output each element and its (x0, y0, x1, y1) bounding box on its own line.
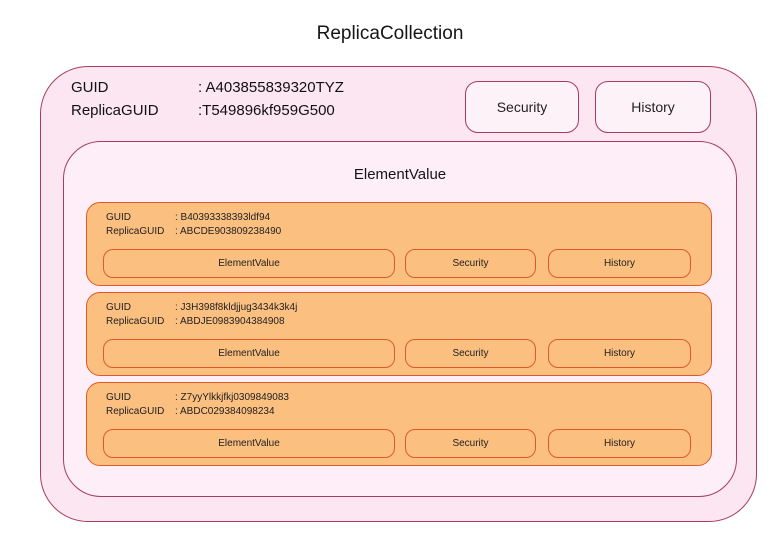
collection-replica-guid-value: :T549896kf959G500 (198, 102, 335, 119)
card-guid-row: GUID : Z7yyYlkkjfkj0309849083 (106, 391, 289, 405)
card-guid-value: : Z7yyYlkkjfkj0309849083 (175, 392, 289, 403)
security-button[interactable]: Security (465, 81, 579, 133)
history-button[interactable]: History (595, 81, 711, 133)
card-guid-label: GUID (106, 212, 131, 223)
card-security-button[interactable]: Security (405, 339, 536, 368)
card-guid-row: GUID : J3H398f8kldjjug3434k3k4j (106, 301, 297, 315)
page-title: ReplicaCollection (316, 23, 464, 44)
card-guid-row: GUID : B40393338393ldf94 (106, 211, 281, 225)
card-security-button[interactable]: Security (405, 249, 536, 278)
collection-guid-value: : A403855839320TYZ (198, 79, 344, 96)
collection-fields: GUID : A403855839320TYZ ReplicaGUID :T54… (71, 76, 344, 122)
card-replica-guid-value: : ABCDE903809238490 (175, 226, 282, 237)
card-guid-value: : B40393338393ldf94 (175, 212, 271, 223)
card-replica-guid-label: ReplicaGUID (106, 316, 165, 327)
card-guid-label: GUID (106, 302, 131, 313)
card-history-button[interactable]: History (548, 429, 691, 458)
element-value-button[interactable]: ElementValue (103, 429, 395, 458)
card-replica-guid-row: ReplicaGUID : ABDC029384098234 (106, 405, 289, 419)
collection-replica-guid-row: ReplicaGUID :T549896kf959G500 (71, 99, 344, 122)
card-replica-guid-row: ReplicaGUID : ABDJE0983904384908 (106, 315, 297, 329)
card-replica-guid-label: ReplicaGUID (106, 406, 165, 417)
collection-guid-row: GUID : A403855839320TYZ (71, 76, 344, 99)
element-card: GUID : B40393338393ldf94 ReplicaGUID : A… (86, 202, 712, 286)
card-history-button[interactable]: History (548, 339, 691, 368)
card-replica-guid-label: ReplicaGUID (106, 226, 165, 237)
element-card: GUID : Z7yyYlkkjfkj0309849083 ReplicaGUI… (86, 382, 712, 466)
card-replica-guid-value: : ABDJE0983904384908 (175, 316, 285, 327)
element-card: GUID : J3H398f8kldjjug3434k3k4j ReplicaG… (86, 292, 712, 376)
card-history-button[interactable]: History (548, 249, 691, 278)
element-value-button[interactable]: ElementValue (103, 249, 395, 278)
card-fields: GUID : J3H398f8kldjjug3434k3k4j ReplicaG… (106, 301, 297, 329)
element-value-box: ElementValue GUID : B40393338393ldf94 Re… (63, 141, 737, 497)
element-value-title: ElementValue (353, 166, 447, 183)
card-replica-guid-row: ReplicaGUID : ABCDE903809238490 (106, 225, 281, 239)
collection-guid-label: GUID (71, 79, 109, 96)
collection-replica-guid-label: ReplicaGUID (71, 102, 159, 119)
card-guid-value: : J3H398f8kldjjug3434k3k4j (175, 302, 298, 313)
card-replica-guid-value: : ABDC029384098234 (175, 406, 275, 417)
card-guid-label: GUID (106, 392, 131, 403)
card-fields: GUID : B40393338393ldf94 ReplicaGUID : A… (106, 211, 281, 239)
card-fields: GUID : Z7yyYlkkjfkj0309849083 ReplicaGUI… (106, 391, 289, 419)
replica-collection-box: GUID : A403855839320TYZ ReplicaGUID :T54… (40, 66, 757, 522)
element-value-button[interactable]: ElementValue (103, 339, 395, 368)
card-security-button[interactable]: Security (405, 429, 536, 458)
